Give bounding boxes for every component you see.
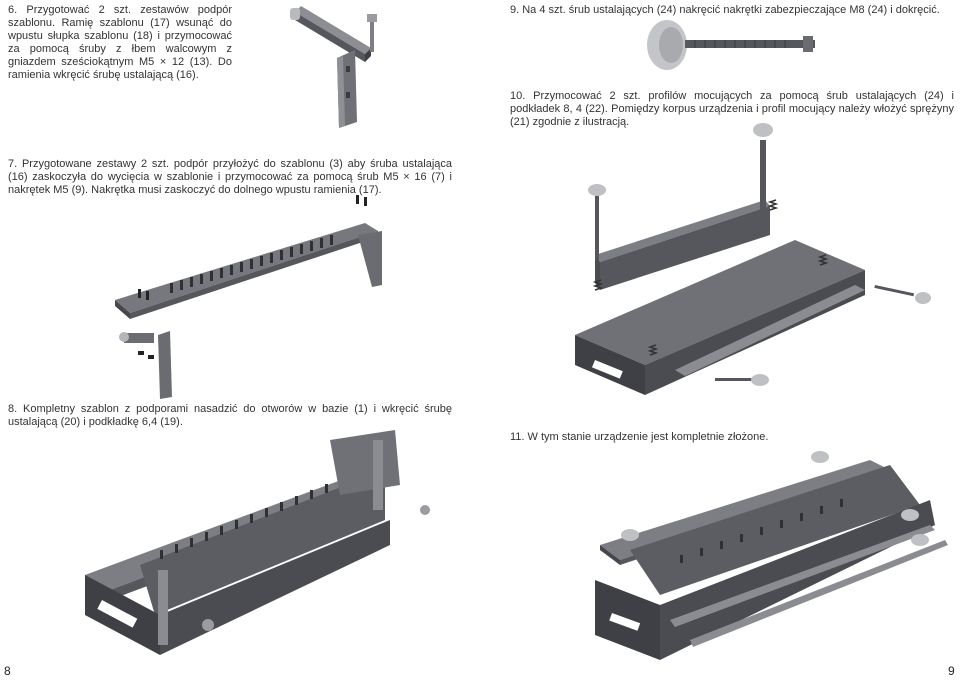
page-number-left: 8: [4, 664, 11, 678]
template-with-supports-illustration: [115, 195, 382, 399]
assembled-device-illustration: [595, 451, 948, 660]
base-assembly-illustration: [85, 430, 430, 655]
step-6-text: 6. Przygotować 2 szt. zestawów podpór sz…: [8, 4, 232, 81]
step-9-text: 9. Na 4 szt. śrub ustalających (24) nakr…: [510, 4, 940, 16]
step-11-text: 11. W tym stanie urządzenie jest komplet…: [510, 431, 769, 443]
support-assembly-illustration: [290, 6, 377, 128]
step-10-text: 10. Przymocować 2 szt. profilów mocujący…: [510, 90, 954, 128]
step-8-text: 8. Kompletny szablon z podporami nasadzi…: [8, 403, 452, 428]
locking-bolt-illustration: [647, 20, 815, 70]
clamping-profiles-illustration: [575, 123, 931, 395]
page-number-right: 9: [948, 664, 955, 678]
step-7-text: 7. Przygotowane zestawy 2 szt. podpór pr…: [8, 158, 452, 196]
